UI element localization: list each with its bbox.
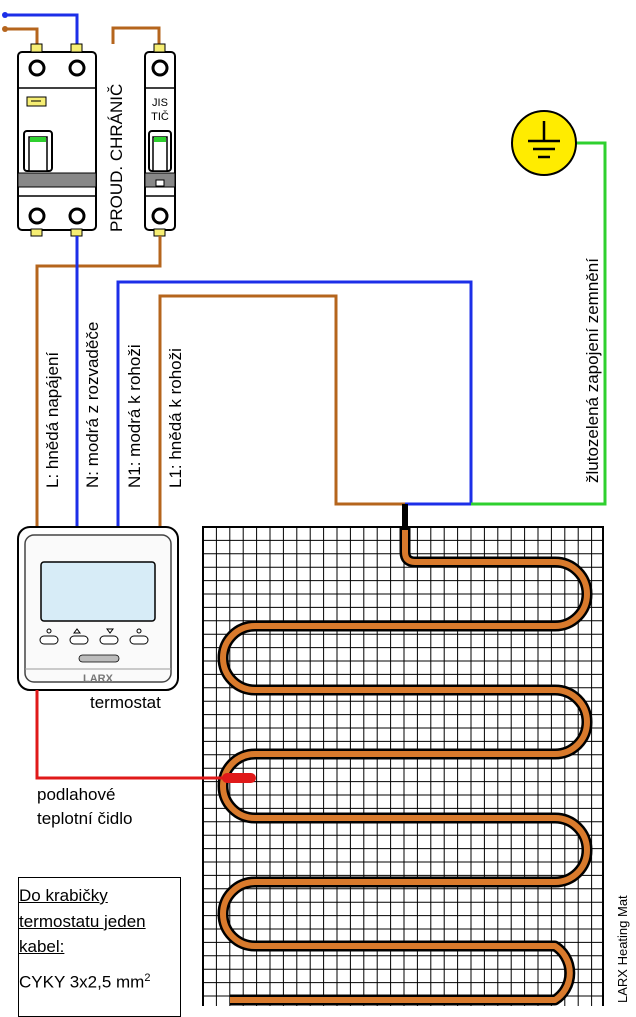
wire-N-label: N: modrá z rozvaděče	[83, 322, 102, 488]
cable-note-type-sup: 2	[144, 972, 151, 984]
cable-note-type-text: CYKY 3x2,5 mm	[19, 972, 145, 992]
sensor-probe	[222, 773, 256, 783]
rcd-to-breaker-wire	[111, 26, 161, 44]
supply-blue-wire	[6, 13, 79, 44]
sensor-wire	[35, 690, 224, 780]
cable-note-box	[18, 877, 181, 1017]
wire-L1	[158, 294, 405, 530]
sensor-label-line2: teplotní čidlo	[37, 809, 132, 828]
breaker-device	[144, 43, 176, 237]
wire-L-label: L: hnědá napájení	[43, 352, 62, 488]
cable-note-type: CYKY 3x2,5 mm2	[19, 972, 150, 993]
wire-L	[35, 236, 162, 530]
breaker-label-line1: JIS	[152, 97, 168, 109]
wire-L1-label: L1: hnědá k rohoži	[166, 348, 185, 488]
heating-cable	[217, 504, 593, 1006]
thermostat-button-icon	[39, 628, 149, 645]
rcd-label: PROUD. CHRÁNIČ	[107, 84, 126, 232]
wire-N1	[116, 280, 473, 530]
supply-brown-terminal	[2, 26, 8, 32]
wire-N1-label: N1: modrá k rohoži	[125, 344, 144, 488]
floor-sensor	[35, 690, 256, 783]
supply-blue-terminal	[2, 12, 8, 18]
thermostat	[17, 526, 179, 691]
cable-note-title: Do krabičky termostatu jeden kabel:	[19, 886, 146, 956]
ground-wire	[471, 141, 607, 506]
mat-label: LARX Heating Mat	[615, 895, 630, 1003]
supply-brown-wire	[6, 27, 39, 44]
heating-mat	[202, 526, 604, 1006]
ground-wire-label: žlutozelená zapojení zemnění	[583, 258, 602, 483]
rcd-device	[17, 43, 97, 237]
supply-wires	[2, 12, 161, 44]
sensor-label-line1: podlahové	[37, 785, 115, 804]
breaker-label-line2: TIČ	[151, 110, 169, 123]
thermostat-label: termostat	[90, 693, 161, 712]
thermostat-screen	[40, 561, 156, 622]
ground-icon	[511, 110, 577, 176]
thermostat-brand: LARX	[83, 673, 114, 685]
main-wires	[35, 141, 607, 530]
